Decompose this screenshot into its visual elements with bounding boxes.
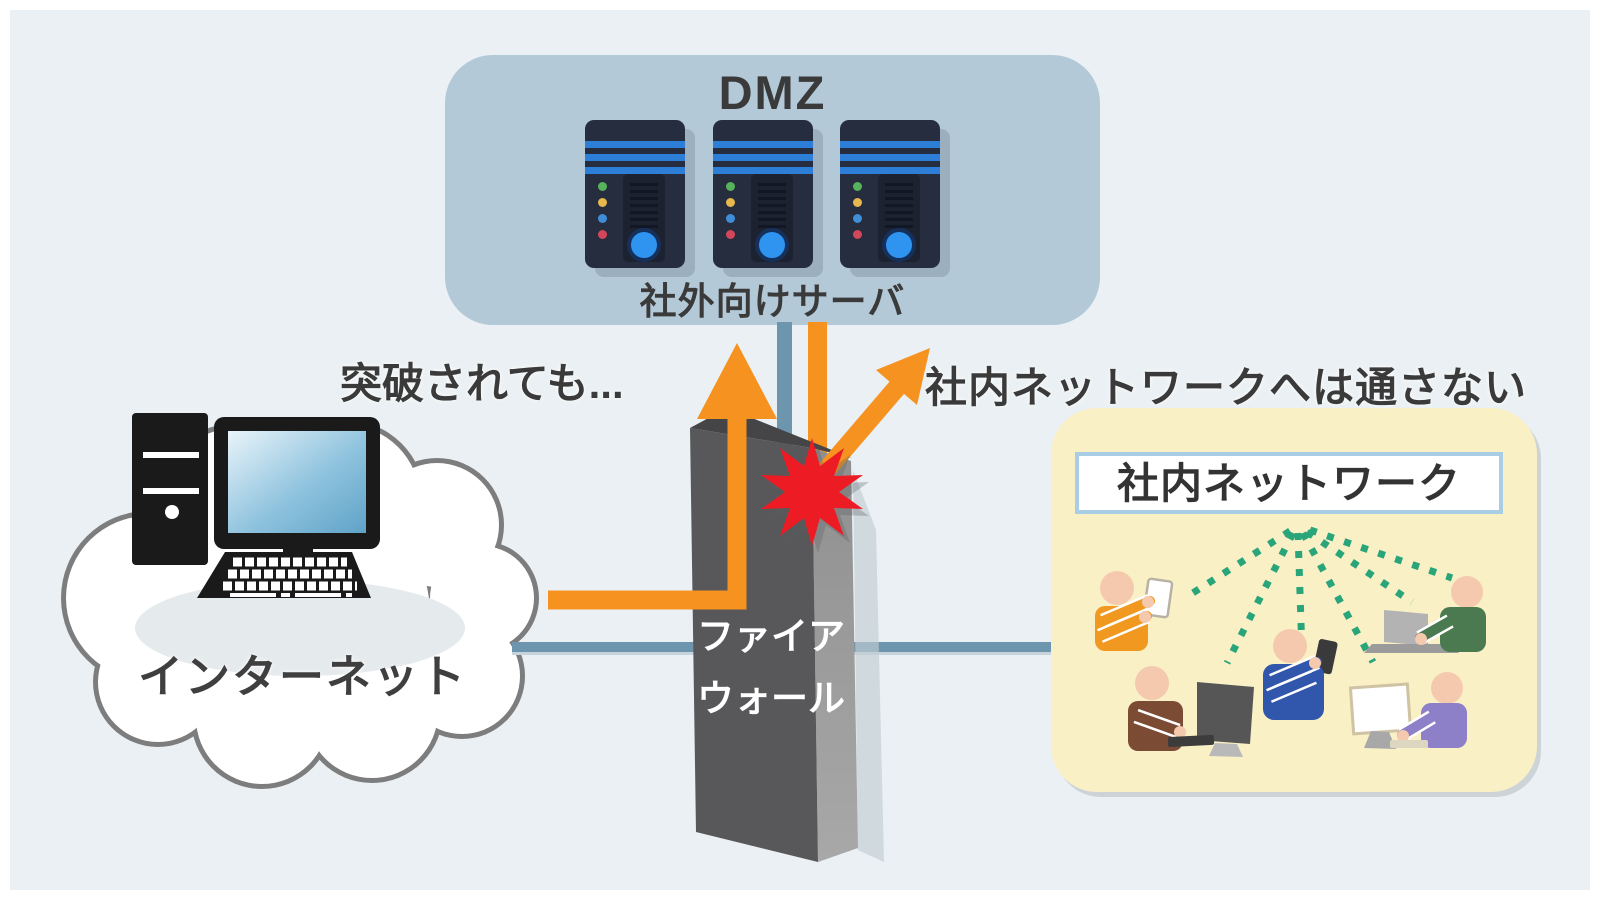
person-desktop-icon bbox=[1128, 666, 1254, 757]
pc-keyboard-icon bbox=[197, 552, 371, 598]
server-led bbox=[598, 214, 607, 223]
server-panel bbox=[623, 174, 665, 262]
desktop-computer-icon bbox=[132, 413, 380, 598]
server-stripe bbox=[585, 167, 685, 174]
power-button-icon bbox=[755, 228, 789, 262]
person-tablet-icon bbox=[1095, 571, 1174, 651]
dmz-servers-label: 社外向けサーバ bbox=[639, 281, 906, 322]
wifi-dotted-lines bbox=[1183, 526, 1454, 665]
person-smartphone-icon bbox=[1263, 629, 1338, 720]
server-icon bbox=[713, 120, 813, 268]
wifi-dotted-line bbox=[1294, 532, 1306, 654]
wifi-dotted-line bbox=[1308, 526, 1454, 582]
explosion-icon bbox=[761, 438, 869, 553]
wifi-dotted-line bbox=[1223, 531, 1297, 665]
server-stripe bbox=[585, 154, 685, 161]
network-line-dmz-vertical bbox=[777, 322, 792, 455]
person-monitor-icon bbox=[1348, 672, 1467, 749]
diagram-canvas: DMZ bbox=[10, 10, 1590, 890]
wifi-dotted-line bbox=[1305, 529, 1414, 605]
annotation-blocked: 社内ネットワークへは通さない bbox=[925, 364, 1528, 411]
firewall-label-line1: ファイア bbox=[697, 616, 845, 657]
server-icon bbox=[840, 120, 940, 268]
server-icon bbox=[585, 120, 685, 268]
dmz-zone-box: DMZ bbox=[445, 55, 1100, 325]
firewall-label: ファイア ウォール bbox=[690, 606, 852, 730]
annotation-breach: 突破されても... bbox=[340, 360, 624, 407]
firewall-3d-icon bbox=[690, 408, 884, 862]
server-led bbox=[598, 182, 607, 191]
server-stripe bbox=[585, 141, 685, 148]
firewall-label-line2: ウォール bbox=[697, 678, 845, 719]
wifi-dotted-line bbox=[1183, 528, 1292, 601]
wifi-dotted-line bbox=[1299, 531, 1377, 664]
attack-arrow-up bbox=[548, 343, 777, 610]
internet-label: インターネット bbox=[137, 651, 467, 702]
power-button-icon bbox=[627, 228, 661, 262]
dmz-title: DMZ bbox=[718, 66, 827, 119]
power-button-icon bbox=[882, 228, 916, 262]
internal-network-title: 社内ネットワーク bbox=[1075, 452, 1503, 514]
server-led bbox=[598, 230, 607, 239]
person-laptop-icon bbox=[1364, 576, 1486, 653]
server-led bbox=[598, 198, 607, 207]
